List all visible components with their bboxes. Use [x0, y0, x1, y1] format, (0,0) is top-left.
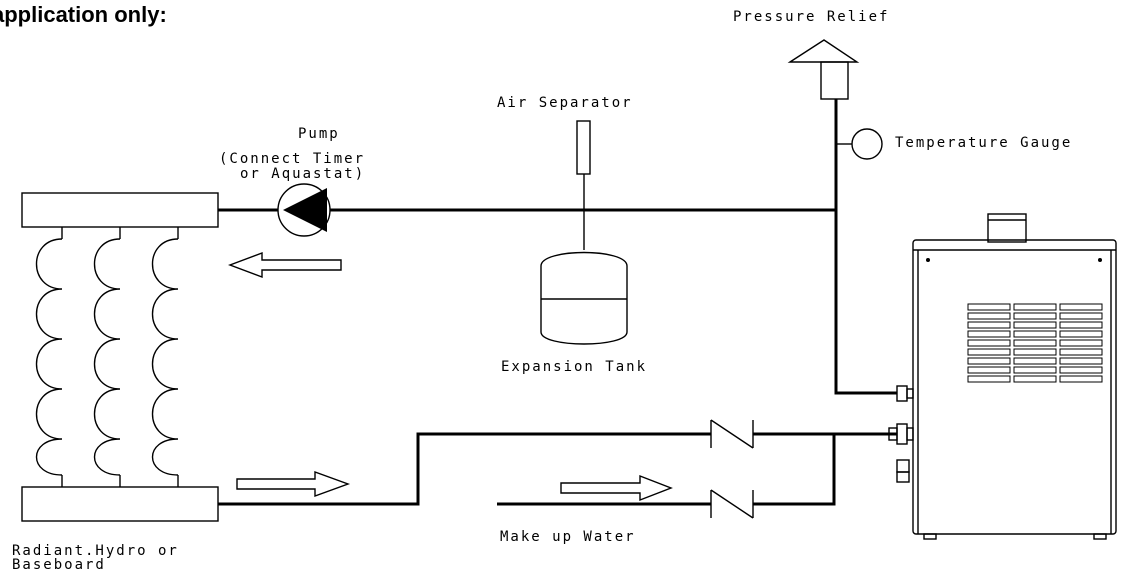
- flow-arrow-right-icon: [236, 471, 351, 497]
- radiant-label-line2: Baseboard: [12, 557, 106, 573]
- louver-slat: [1059, 348, 1103, 356]
- louver-slat: [1059, 357, 1103, 365]
- expansion-tank-label: Expansion Tank: [501, 359, 647, 375]
- boiler-vent-louvers: [967, 303, 1103, 383]
- louver-slat: [967, 366, 1011, 374]
- boiler-inlet-fitting: [888, 423, 914, 445]
- louver-slat: [967, 312, 1011, 320]
- louver-slat: [1059, 321, 1103, 329]
- pressure-relief-label: Pressure Relief: [733, 9, 889, 25]
- make-up-bypass-pipe: [753, 434, 836, 506]
- louver-slat: [1013, 339, 1057, 347]
- check-valve-icon: [710, 419, 754, 449]
- temperature-gauge-label: Temperature Gauge: [895, 135, 1072, 151]
- louver-slat: [1059, 366, 1103, 374]
- expansion-tank-icon: [540, 210, 628, 345]
- louver-slat: [1013, 330, 1057, 338]
- louver-slat: [1013, 366, 1057, 374]
- pump-label: Pump: [298, 126, 340, 142]
- flow-arrow-right-icon: [560, 474, 673, 502]
- pump-label-line2: (Connect Timer: [219, 151, 365, 167]
- make-up-water-label: Make up Water: [500, 529, 636, 545]
- louver-slat: [1013, 375, 1057, 383]
- air-separator-icon: [576, 120, 591, 210]
- supply-pipe: [218, 432, 711, 506]
- louver-slat: [1013, 348, 1057, 356]
- radiator-top-header: [21, 192, 219, 228]
- pump-icon: [277, 183, 331, 237]
- temperature-gauge-icon: [836, 128, 883, 160]
- louver-slat: [967, 348, 1011, 356]
- louver-slat: [1059, 330, 1103, 338]
- boiler-drain-fitting: [896, 459, 910, 483]
- louver-slat: [967, 303, 1011, 311]
- boiler-outlet-fitting: [896, 385, 914, 402]
- louver-slat: [967, 357, 1011, 365]
- louver-slat: [1013, 357, 1057, 365]
- louver-slat: [1059, 375, 1103, 383]
- boiler-outlet-pipe: [834, 210, 897, 395]
- page-title: application only:: [0, 2, 167, 27]
- radiant-label-line1: Radiant.Hydro or: [12, 543, 179, 559]
- louver-slat: [1013, 312, 1057, 320]
- louver-slat: [967, 339, 1011, 347]
- check-valve-icon: [710, 489, 754, 519]
- louver-slat: [967, 375, 1011, 383]
- flow-arrow-left-icon: [228, 251, 342, 279]
- louver-slat: [967, 321, 1011, 329]
- louver-slat: [1013, 303, 1057, 311]
- louver-slat: [1013, 321, 1057, 329]
- air-separator-label: Air Separator: [497, 95, 633, 111]
- louver-slat: [1059, 339, 1103, 347]
- pressure-relief-valve-icon: [787, 39, 860, 100]
- radiator-bottom-header: [21, 486, 219, 522]
- pump-label-line3: or Aquastat): [240, 166, 365, 182]
- radiator-coils: [36, 227, 179, 487]
- louver-slat: [1059, 312, 1103, 320]
- louver-slat: [1059, 303, 1103, 311]
- louver-slat: [967, 330, 1011, 338]
- boiler-unit: [912, 213, 1117, 540]
